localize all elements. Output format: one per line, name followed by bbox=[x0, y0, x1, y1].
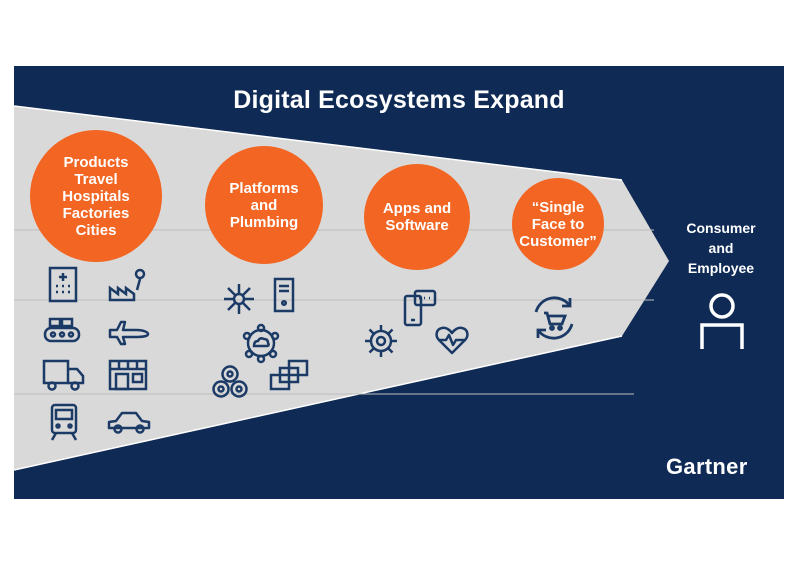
gartner-logo: Gartner bbox=[666, 454, 748, 479]
stage-circle-products: Products Travel Hospitals Factories Citi… bbox=[30, 130, 162, 262]
storefront-icon bbox=[107, 358, 149, 392]
cart-cycle-icon bbox=[528, 292, 580, 344]
gear-icon bbox=[362, 322, 400, 360]
stage-label-line: Travel bbox=[74, 170, 118, 188]
stage-label-line: Hospitals bbox=[62, 187, 130, 205]
cloud-network-icon bbox=[239, 322, 283, 364]
stage-label-line: Face to bbox=[531, 215, 585, 233]
stage-label-line: Cities bbox=[75, 221, 117, 239]
stage-circle-apps: Apps and Software bbox=[364, 164, 470, 270]
stacked-windows-icon bbox=[268, 358, 310, 392]
airplane-icon bbox=[107, 316, 151, 346]
factory-icon bbox=[106, 266, 148, 304]
slide-title: Digital Ecosystems Expand bbox=[233, 86, 565, 114]
stage-circle-platforms: Platforms and Plumbing bbox=[205, 146, 323, 264]
consumer-employee-label: Consumer and Employee bbox=[669, 218, 773, 278]
stage-label-line: and bbox=[250, 196, 278, 214]
stage-label-line: “Single bbox=[531, 198, 585, 216]
stage-label-line: Factories bbox=[62, 204, 130, 222]
heart-pulse-icon bbox=[434, 324, 470, 356]
endpoint-label-line: and bbox=[708, 240, 734, 256]
stage-label-line: Platforms bbox=[229, 179, 299, 197]
stage-label-line: Customer” bbox=[519, 232, 597, 250]
endpoint-label-line: Consumer bbox=[686, 220, 756, 236]
stage-circle-single-face: “Single Face to Customer” bbox=[512, 178, 604, 270]
stage-label-line: Plumbing bbox=[229, 213, 299, 231]
truck-icon bbox=[42, 358, 86, 392]
mobile-chat-icon bbox=[402, 288, 438, 328]
stage-label-line: Software bbox=[385, 217, 449, 234]
stage-label-line: Apps and bbox=[382, 200, 452, 217]
person-icon bbox=[697, 291, 747, 356]
car-icon bbox=[106, 408, 152, 436]
conveyor-icon bbox=[42, 316, 82, 344]
hospital-icon bbox=[46, 264, 80, 304]
stage-label-line: Products bbox=[63, 153, 129, 171]
gears-cluster-icon bbox=[211, 364, 249, 400]
server-icon bbox=[272, 276, 296, 314]
endpoint-label-line: Employee bbox=[687, 260, 755, 276]
network-hub-icon bbox=[220, 280, 258, 318]
train-icon bbox=[48, 402, 80, 442]
slide: Digital Ecosystems Expand Products Trave… bbox=[14, 66, 784, 499]
